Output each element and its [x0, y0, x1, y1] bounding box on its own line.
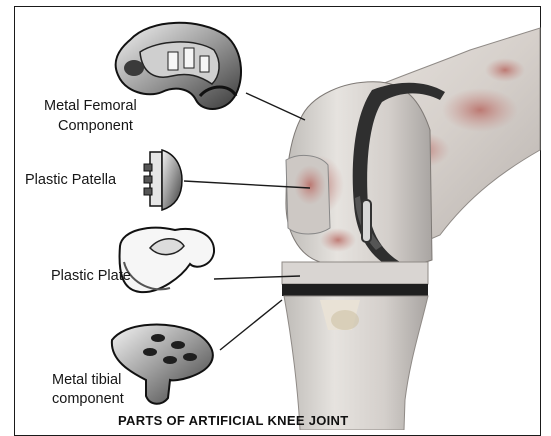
- label-plate: Plastic Plate: [51, 268, 131, 285]
- figure-caption: PARTS OF ARTIFICIAL KNEE JOINT: [118, 413, 349, 428]
- patella-on-knee: [286, 155, 330, 234]
- leader-line-femoral: [246, 93, 305, 120]
- plastic-patella-image: [144, 150, 182, 210]
- label-patella: Plastic Patella: [25, 172, 116, 189]
- metal-femoral-component-image: [116, 23, 241, 109]
- label-femoral-line1: Metal Femoral: [44, 98, 137, 115]
- label-tibial-line2: component: [52, 391, 124, 408]
- plastic-plate-image: [120, 228, 215, 292]
- label-tibial-line1: Metal tibial: [52, 372, 121, 389]
- label-femoral-line2: Component: [58, 118, 133, 135]
- tibia-bone: [284, 296, 428, 430]
- tibial-plate-on-knee: [282, 262, 428, 296]
- metal-tibial-component-image: [112, 325, 213, 404]
- leader-line-tibial: [220, 300, 282, 350]
